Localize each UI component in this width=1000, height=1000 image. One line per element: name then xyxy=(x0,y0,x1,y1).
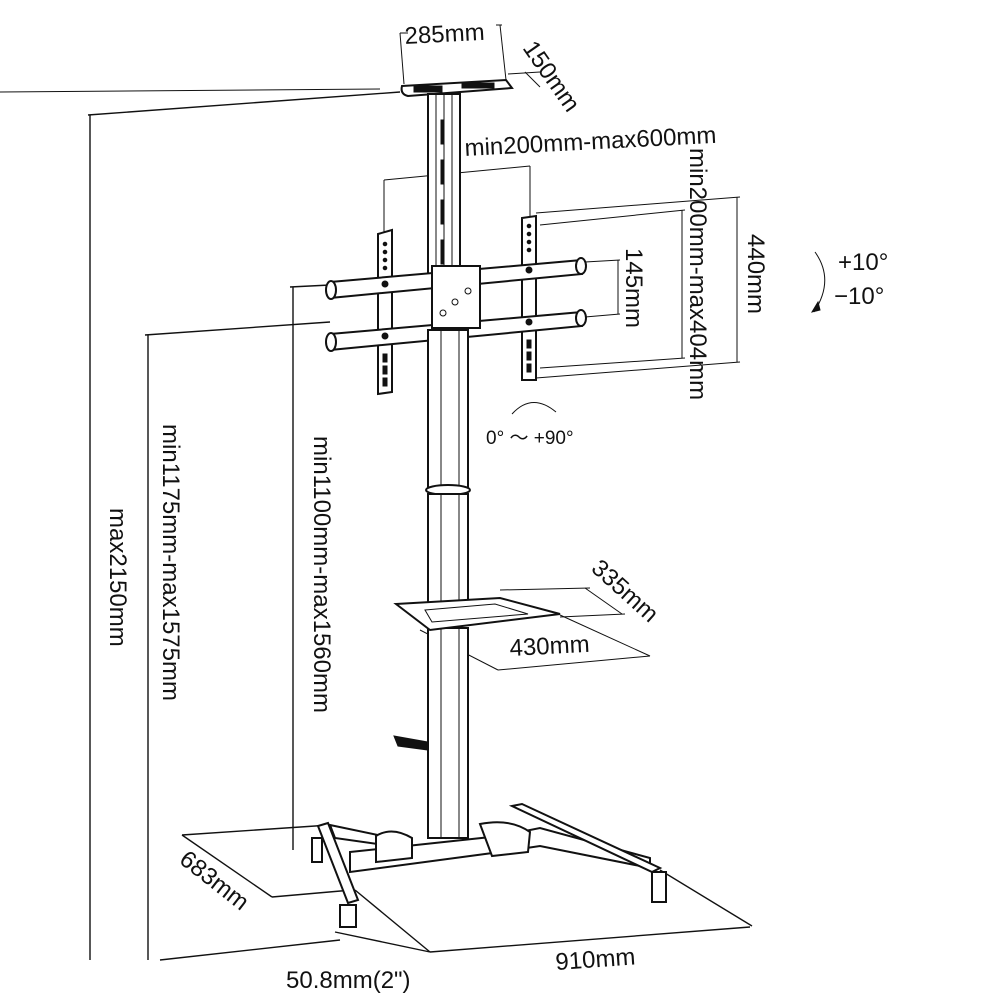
middle-av-shelf xyxy=(393,596,561,632)
label-overall-height: max2150mm xyxy=(104,508,131,647)
label-tilt-minus: −10° xyxy=(834,283,884,310)
upper-column xyxy=(427,93,461,275)
label-middle-shelf-width: 430mm xyxy=(509,631,590,662)
label-base-depth: 683mm xyxy=(174,845,254,916)
label-bracket-horizontal: min200mm-max600mm xyxy=(464,122,717,162)
dimension-top-shelf-width xyxy=(399,24,507,85)
label-arm-spacing: 145mm xyxy=(620,248,647,328)
label-rotation: 0° ～ +90° xyxy=(486,428,574,449)
dimension-top-shelf-depth xyxy=(0,71,541,93)
caster-base xyxy=(316,802,663,905)
label-bracket-height: 440mm xyxy=(742,234,769,314)
dimension-bracket-vertical xyxy=(535,196,741,379)
main-column xyxy=(425,329,471,839)
label-bracket-top-height: min1175mm-max1575mm xyxy=(157,424,184,701)
label-top-shelf-depth: 150mm xyxy=(517,36,585,117)
caster-wheels xyxy=(311,837,667,928)
label-base-width: 910mm xyxy=(555,943,637,976)
label-bracket-center-height: min1100mm-max1560mm xyxy=(308,436,335,713)
label-tilt-plus: +10° xyxy=(838,249,888,276)
rotation-arrow-icon xyxy=(511,402,557,415)
label-caster-size: 50.8mm(2") xyxy=(286,967,411,994)
dimension-overall-height xyxy=(87,91,401,960)
dimension-arm-spacing xyxy=(584,259,621,318)
dimension-base xyxy=(159,824,753,961)
tilt-arrow-icon xyxy=(810,251,826,313)
dimension-bracket-center-height xyxy=(289,284,331,850)
label-bracket-vertical: min200mm-max404mm xyxy=(684,148,711,400)
label-top-shelf-width: 285mm xyxy=(404,19,485,50)
label-middle-shelf-depth: 335mm xyxy=(586,554,664,628)
cable-clip xyxy=(393,735,429,751)
dimension-bracket-top-height xyxy=(144,321,331,960)
top-camera-shelf xyxy=(400,78,514,98)
